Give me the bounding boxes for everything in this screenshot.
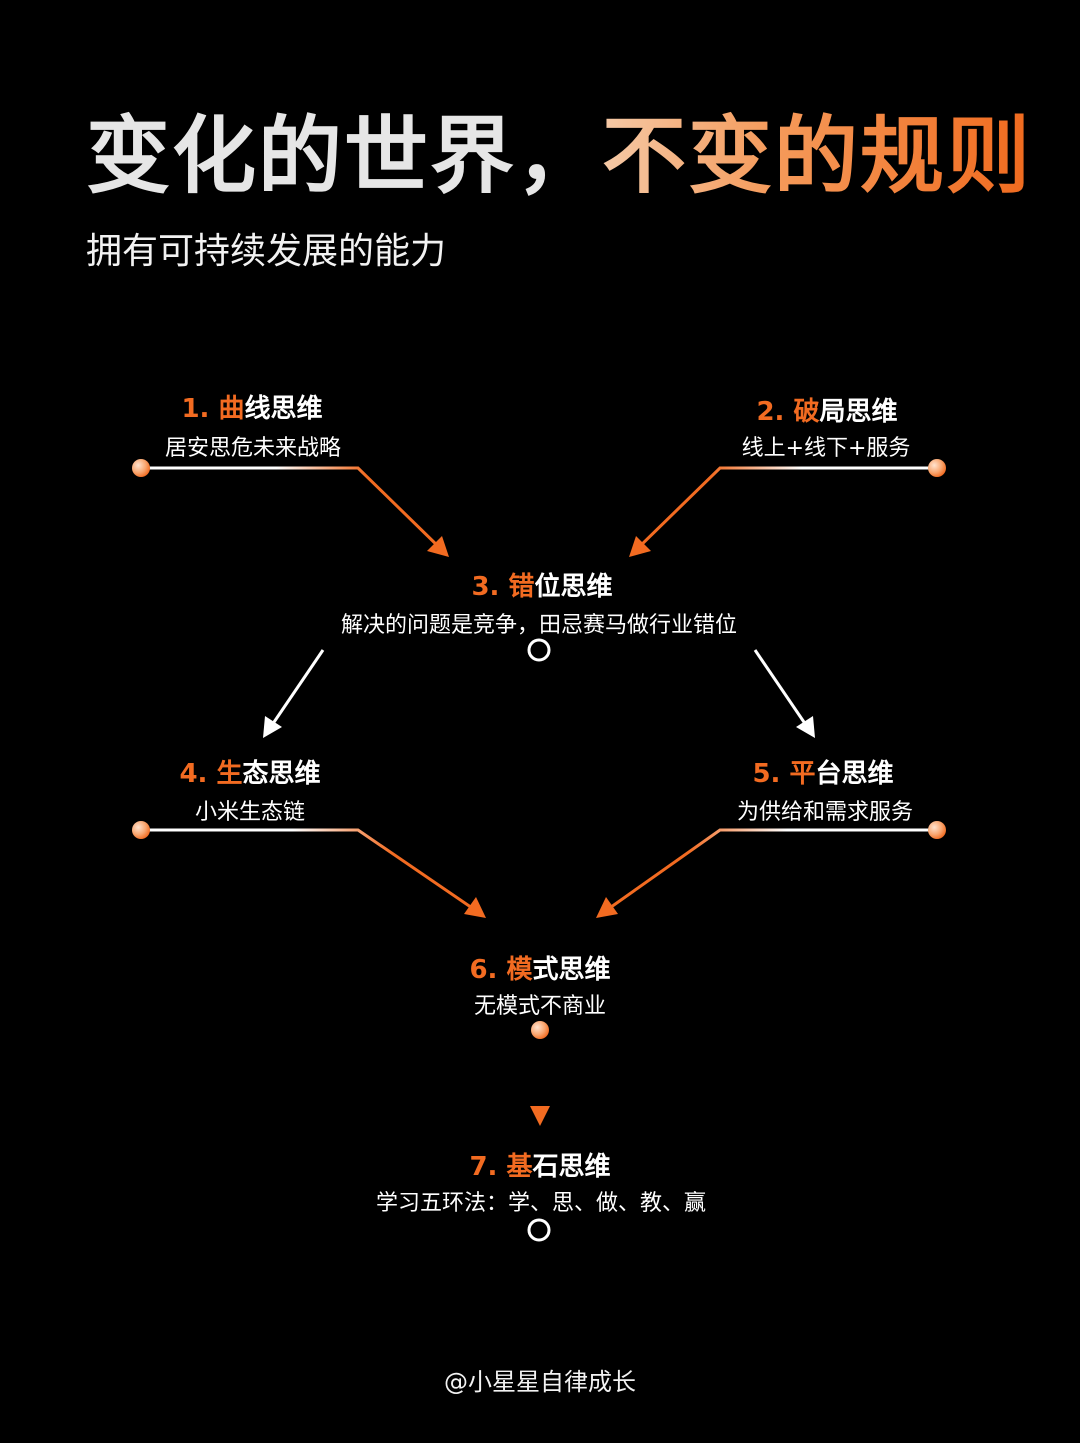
arrowhead-icon: [596, 897, 618, 918]
page-subtitle: 拥有可持续发展的能力: [86, 231, 447, 272]
connector-6-to-7: [456, 1021, 628, 1126]
node-3-title: 3. 错位思维: [471, 572, 613, 602]
node-3-desc: 解决的问题是竞争，田忌赛马做行业错位: [340, 613, 738, 638]
endpoint-dot-icon: [132, 821, 150, 839]
connector-5-to-6: [596, 821, 946, 918]
node-5-desc: 为供给和需求服务: [736, 800, 914, 825]
arrowhead-icon: [629, 536, 651, 557]
node-1-title: 1. 曲线思维: [181, 394, 323, 424]
node-4-title: 4. 生态思维: [179, 759, 321, 789]
node-2-desc: 线上+线下+服务: [741, 436, 911, 461]
author-credit: @小星星自律成长: [444, 1368, 636, 1396]
connector-4-to-6: [132, 821, 486, 918]
title-part-2: 不变的规则: [602, 107, 1033, 205]
connector-1-to-3: [132, 459, 449, 557]
connector-2-to-3: [629, 459, 946, 557]
node-5-title: 5. 平台思维: [752, 759, 894, 789]
title-part-1: 变化的世界，: [86, 107, 603, 205]
node-7-desc: 学习五环法：学、思、做、教、赢: [375, 1191, 707, 1216]
arrowhead-icon: [427, 536, 449, 557]
arrowhead-icon: [796, 716, 815, 738]
hub-circle-icon: [527, 1218, 551, 1242]
node-6-desc: 无模式不商业: [473, 994, 607, 1019]
node-6-title: 6. 模式思维: [469, 955, 611, 985]
node-4-desc: 小米生态链: [194, 800, 306, 825]
arrowhead-icon: [530, 1106, 550, 1126]
node-1-desc: 居安思危未来战略: [164, 436, 342, 461]
page-title: 变化的世界，不变的规则: [86, 108, 1032, 205]
endpoint-dot-icon: [928, 459, 946, 477]
arrowhead-icon: [464, 897, 486, 918]
endpoint-dot-icon: [928, 821, 946, 839]
node-2-title: 2. 破局思维: [756, 397, 898, 427]
hub-dot-icon: [531, 1021, 549, 1039]
arrowhead-icon: [263, 716, 282, 738]
connector-7-base: [360, 1218, 729, 1242]
connector-3-split: [263, 638, 815, 738]
node-7-title: 7. 基石思维: [469, 1152, 611, 1182]
endpoint-dot-icon: [132, 459, 150, 477]
hub-circle-icon: [527, 638, 551, 662]
